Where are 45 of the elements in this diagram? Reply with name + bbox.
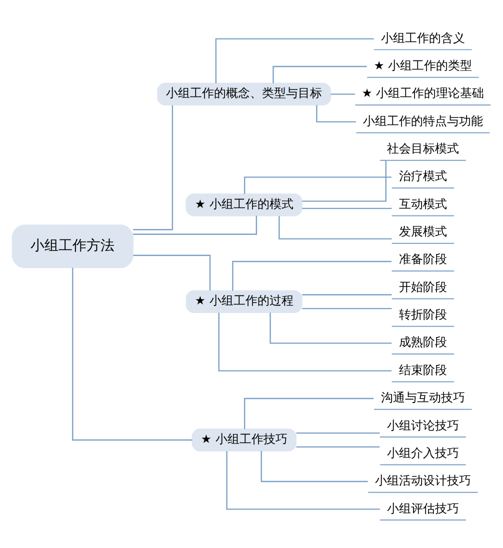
connector — [302, 294, 392, 296]
node-text: 互动模式 — [398, 196, 447, 211]
connector — [244, 398, 374, 430]
connector — [226, 451, 380, 510]
connector — [218, 312, 392, 372]
connector — [133, 254, 211, 290]
connector — [272, 66, 367, 84]
connector — [278, 216, 392, 240]
connector — [133, 216, 258, 235]
connector — [232, 260, 392, 291]
node-text: 治疗模式 — [398, 169, 447, 184]
connector — [270, 312, 392, 344]
connector — [296, 432, 380, 434]
node-text: 沟通与互动技巧 — [380, 390, 465, 405]
node-text: 开始阶段 — [398, 280, 447, 294]
connector — [133, 105, 174, 230]
node-text: 结束阶段 — [398, 362, 447, 377]
connector — [330, 94, 356, 95]
node-box: ★ 小组工作技巧 — [192, 428, 296, 452]
node-text: 小组评估技巧 — [386, 501, 459, 516]
connector — [296, 446, 380, 448]
node-text: 转折阶段 — [398, 308, 447, 322]
connector — [316, 105, 356, 122]
node-box: ★ 小组工作的过程 — [186, 290, 302, 314]
node-text: 小组讨论技巧 — [386, 418, 459, 432]
node-text: 小组介入技巧 — [386, 446, 459, 460]
node-text: 小组活动设计技巧 — [374, 474, 471, 488]
node-text: ★ 小组工作的理论基础 — [362, 86, 484, 100]
connector — [302, 208, 392, 210]
connector — [260, 450, 368, 482]
connector — [302, 308, 392, 310]
node-text: ★ 小组工作的类型 — [374, 58, 472, 73]
connector — [302, 160, 386, 202]
connector — [215, 38, 374, 84]
node-text: 发展模式 — [398, 224, 447, 239]
node-text: 社会目标模式 — [386, 142, 459, 156]
node-text: 小组工作的特点与功能 — [362, 114, 483, 128]
connector — [72, 268, 192, 441]
node-box: 小组工作方法 — [12, 224, 134, 268]
connector — [244, 176, 392, 194]
node-box: ★ 小组工作的模式 — [186, 193, 302, 216]
node-box: 小组工作的概念、类型与目标 — [157, 82, 332, 106]
node-text: 小组工作的含义 — [380, 30, 465, 45]
node-text: 成熟阶段 — [398, 335, 447, 350]
node-text: 准备阶段 — [398, 252, 447, 266]
